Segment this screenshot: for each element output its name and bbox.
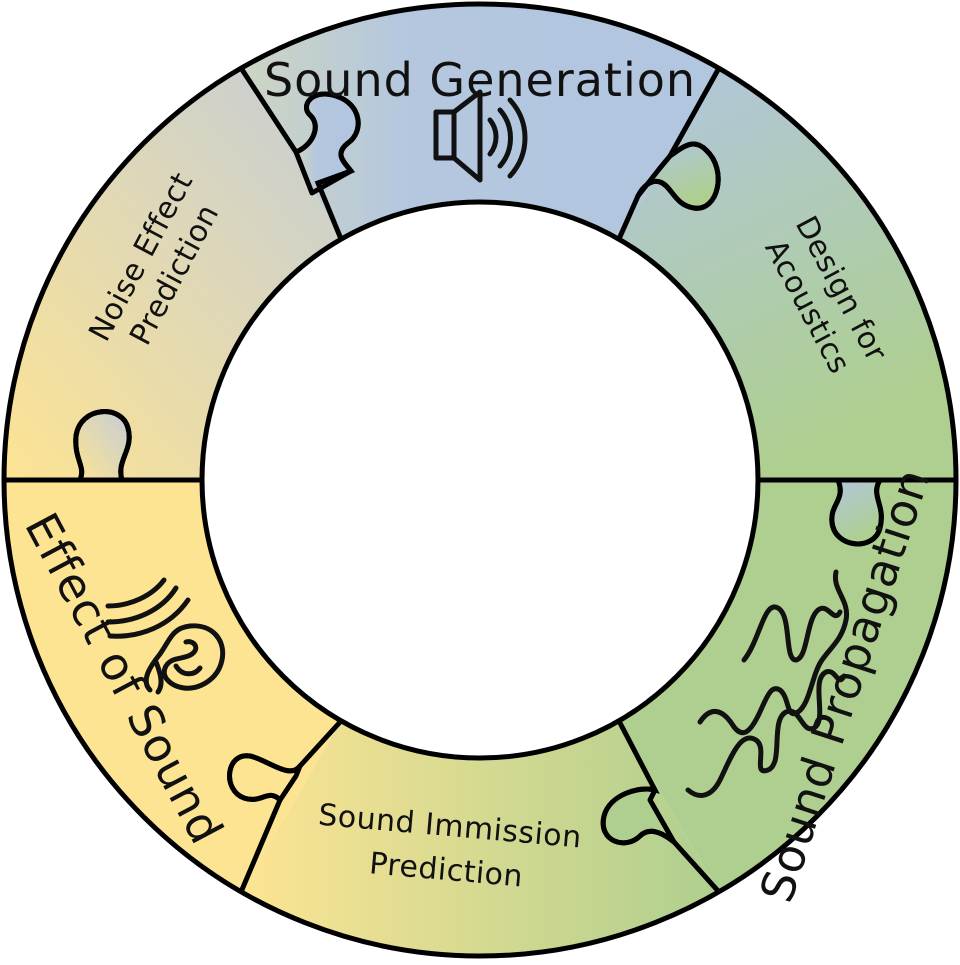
divider-right <box>758 477 956 547</box>
inner-circle-border <box>199 199 761 761</box>
label-sound-generation: Sound Generation <box>264 53 696 107</box>
divider-bottom-right <box>600 719 721 894</box>
ear-icon <box>105 577 226 695</box>
wave-icon <box>685 569 850 798</box>
divider-bottom-left <box>227 719 343 893</box>
divider-top-left <box>238 66 361 240</box>
segment-sound-immission-prediction <box>241 721 719 957</box>
segment-sound-propagation <box>619 480 957 892</box>
divider-top-right <box>616 66 722 241</box>
speaker-icon <box>433 89 528 183</box>
divider-left <box>4 409 202 483</box>
segment-noise-effect-prediction <box>3 68 341 480</box>
